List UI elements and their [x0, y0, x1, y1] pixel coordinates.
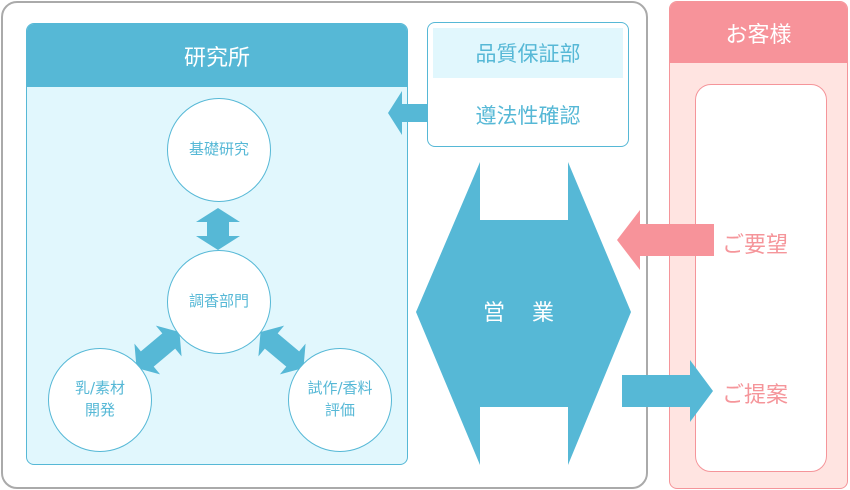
- compliance-check: 遵法性確認: [475, 104, 581, 128]
- sales-shape: [416, 162, 631, 465]
- request-label: ご要望: [722, 233, 789, 258]
- perfumery-node: 調香部門: [167, 250, 271, 354]
- lab-quality-arrow: [388, 91, 446, 135]
- materials-node: 乳/素材 開発: [48, 348, 152, 452]
- basic-research-node: 基礎研究: [167, 98, 271, 202]
- evaluation-node: 試作/香料 評価: [288, 348, 392, 452]
- lab-title: 研究所: [27, 24, 407, 87]
- request-arrow: [617, 210, 714, 270]
- customer-inner: [695, 84, 827, 472]
- perfumery-materials-arrow: [134, 325, 182, 375]
- quality-box: 品質保証部 遵法性確認: [427, 22, 629, 147]
- proposal-arrow: [622, 360, 713, 422]
- basic-perfumery-arrow: [196, 208, 240, 250]
- perfumery-evaluation-arrow: [258, 325, 306, 375]
- proposal-label: ご提案: [722, 383, 789, 408]
- customer-title: お客様: [670, 2, 847, 63]
- quality-department: 品質保証部: [433, 28, 623, 78]
- sales-label: 営 業: [483, 301, 564, 326]
